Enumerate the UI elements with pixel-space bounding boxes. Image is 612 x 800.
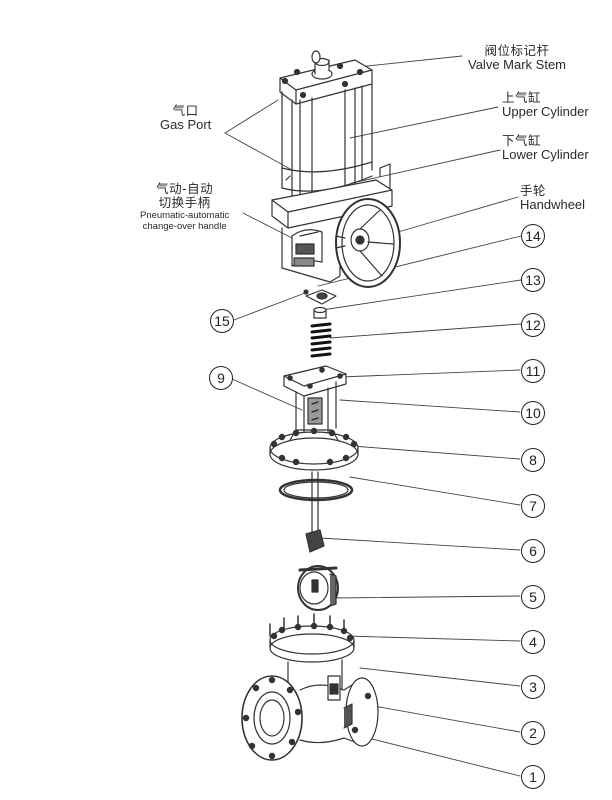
stem [305, 471, 325, 553]
lower-cylinder-zh: 下气缸 [502, 133, 542, 148]
changeover-en-1: Pneumatic-automatic [140, 209, 230, 221]
callout-15: 15 [210, 309, 234, 333]
gate-disc [297, 565, 339, 611]
changeover-handle-label: 气动-自动 切换手柄 Pneumatic-automatic change-ov… [140, 181, 230, 233]
callout-3: 3 [521, 675, 545, 699]
callout-4: 4 [521, 630, 545, 654]
handwheel-label: 手轮 Handwheel [520, 183, 586, 213]
gas-port-label: 气口 Gas Port [160, 103, 212, 133]
callout-13: 13 [521, 268, 545, 292]
callout-7: 7 [521, 494, 545, 518]
small-parts [303, 289, 337, 358]
callout-11: 11 [521, 359, 545, 383]
callout-12: 12 [521, 313, 545, 337]
valve-mark-stem-en: Valve Mark Stem [468, 57, 567, 73]
callout-6: 6 [521, 539, 545, 563]
changeover-zh-2: 切换手柄 [158, 195, 211, 211]
valve-mark-stem-label: 阀位标记杆 Valve Mark Stem [468, 43, 567, 73]
callout-5: 5 [521, 585, 545, 609]
actuator-cap [279, 50, 373, 105]
changeover-zh-1: 气动-自动 [156, 181, 214, 196]
callout-14: 14 [521, 224, 545, 248]
handwheel-zh: 手轮 [520, 183, 547, 198]
lower-cylinder-en: Lower Cylinder [502, 147, 589, 163]
valve-body [241, 659, 379, 761]
valve-mark-stem-zh: 阀位标记杆 [484, 43, 550, 58]
gas-port-en: Gas Port [160, 117, 212, 133]
callout-8: 8 [521, 448, 545, 472]
gas-port-zh: 气口 [172, 103, 199, 118]
bonnet-flange [269, 427, 359, 471]
callout-9: 9 [209, 366, 233, 390]
cylinder-body [281, 83, 373, 197]
upper-cylinder-label: 上气缸 Upper Cylinder [502, 90, 589, 120]
lower-cylinder-label: 下气缸 Lower Cylinder [502, 133, 589, 163]
handwheel-en: Handwheel [520, 197, 586, 213]
bracket [283, 365, 347, 443]
leader-lines [224, 55, 522, 777]
upper-cylinder-en: Upper Cylinder [502, 104, 589, 120]
changeover-en-2: change-over handle [142, 220, 227, 232]
gasket [278, 478, 354, 502]
body-flange [269, 613, 355, 663]
callout-10: 10 [521, 401, 545, 425]
handwheel-drawing [335, 198, 401, 288]
callout-2: 2 [521, 721, 545, 745]
callout-1: 1 [521, 765, 545, 789]
upper-cylinder-zh: 上气缸 [502, 90, 542, 105]
